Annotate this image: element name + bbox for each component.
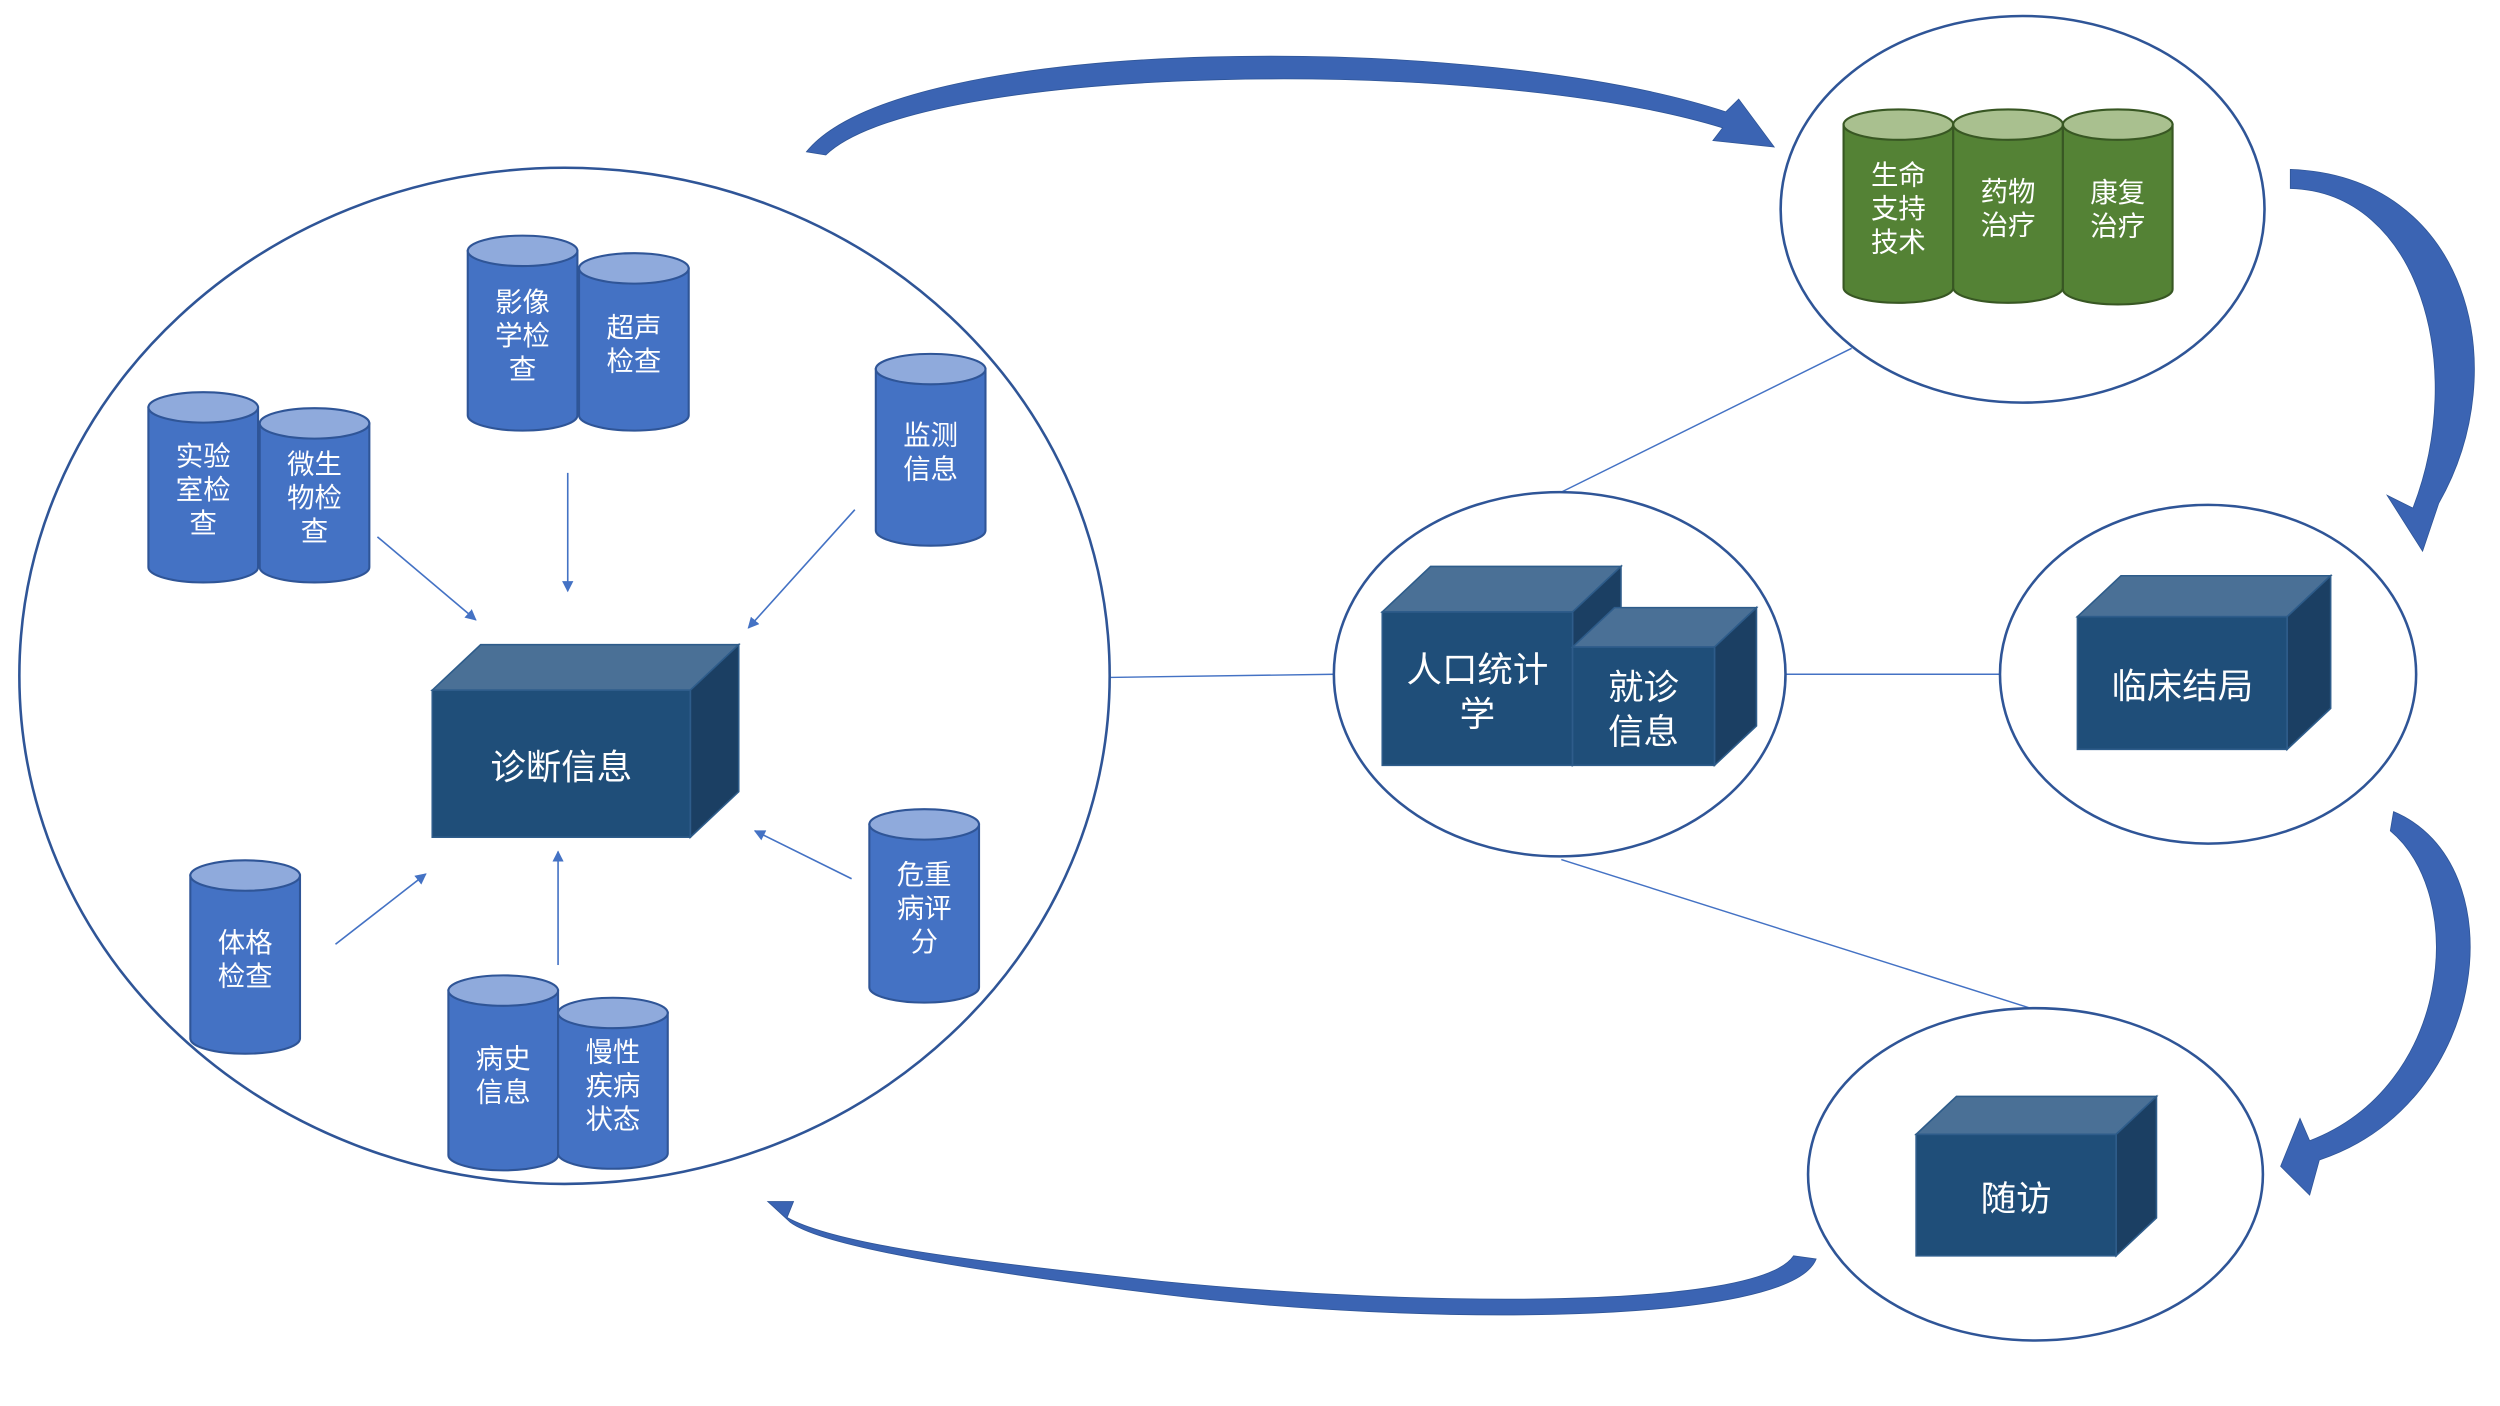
box-front-face [1571, 646, 1716, 767]
arrow-lab-to-diagnosis [376, 536, 477, 621]
box-label: 就诊 [1608, 668, 1679, 709]
cylinder-label: 查 [509, 355, 536, 386]
cylinder-top [577, 252, 690, 285]
cylinder-top [868, 808, 981, 841]
cylinder-label: 技术 [1871, 228, 1926, 259]
cylinder-body [874, 368, 987, 547]
cylinder-label: 超声 [606, 313, 661, 344]
box-diagnosis-info: 诊断信息 [430, 642, 741, 840]
cylinder-label: 学检 [495, 321, 550, 352]
box-front-face [1915, 1133, 2117, 1257]
cylinder-top [2061, 108, 2174, 141]
cylinder-body [2061, 123, 2174, 306]
cylinder-body [447, 989, 560, 1172]
box-label: 临床结局 [2111, 667, 2253, 708]
box-clinical-outcome: 临床结局 [2075, 573, 2333, 752]
box-label: 诊断信息 [490, 748, 632, 789]
cylinder-label: 疾病 [585, 1071, 640, 1102]
arrow-monitoring-to-diagnosis [747, 509, 856, 629]
cylinder-body [557, 1011, 669, 1170]
cylinder-label: 监测 [903, 421, 958, 452]
cylinder-label: 支持 [1871, 194, 1926, 225]
flow-arrow-followup-to-diagnosis [766, 1201, 1817, 1316]
cylinder-label: 微生 [287, 450, 342, 481]
cylinder-top [258, 407, 371, 440]
cylinder-body [258, 422, 371, 584]
cylinder-body [1842, 123, 1955, 304]
box-follow-up: 随访 [1914, 1094, 2159, 1258]
cylinder-label: 室检 [176, 475, 231, 506]
box-front-face [431, 689, 692, 839]
cylinder-label: 生命 [1871, 160, 1926, 191]
arrow-physical-to-diagnosis [334, 873, 427, 945]
cylinder-top [189, 859, 302, 892]
box-label: 信息 [1608, 712, 1679, 753]
cylinder-top [557, 996, 669, 1030]
connector-hub-followup [1561, 858, 2036, 1011]
cylinder-label: 信息 [903, 454, 958, 485]
box-label: 人口统计 [1406, 650, 1548, 691]
cylinder-top [874, 352, 987, 386]
cylinder-label: 查 [301, 517, 328, 548]
cylinder-body [577, 267, 690, 432]
cylinder-label: 状态 [585, 1105, 640, 1136]
cylinder-label: 治疗 [1981, 211, 2036, 242]
flow-arrow-diagnosis-to-treatment [805, 55, 1776, 156]
cylinder-label: 康复 [2090, 178, 2145, 209]
cylinder-body [1952, 123, 2064, 304]
box-label: 学 [1460, 695, 1495, 736]
cylinder-label: 检查 [606, 347, 661, 378]
cylinder-top [1952, 108, 2064, 141]
box-top-face [430, 643, 741, 692]
flow-arrow-outcome-to-followup [2280, 811, 2471, 1196]
cylinder-label: 信息 [476, 1078, 531, 1109]
cylinder-top [147, 391, 260, 424]
cylinder-label: 药物 [1981, 177, 2036, 208]
cylinder-label: 分 [910, 927, 937, 958]
box-front-face [2076, 615, 2288, 751]
box-top-face [1914, 1095, 2159, 1136]
cylinder-label: 危重 [897, 860, 952, 891]
flow-arrow-treatment-to-outcome [2289, 168, 2475, 553]
cylinder-label: 治疗 [2090, 212, 2145, 243]
cylinder-label: 检查 [218, 962, 273, 993]
cylinder-label: 实验 [176, 442, 231, 473]
cylinder-label: 病史 [476, 1044, 531, 1075]
cylinder-top [1842, 108, 1955, 141]
cylinder-body [466, 249, 579, 432]
arrow-severity-to-diagnosis [753, 830, 852, 880]
cylinder-top [447, 974, 560, 1007]
box-front-face [1381, 611, 1574, 767]
connector-hub-treatment [1560, 347, 1852, 493]
cylinder-label: 影像 [495, 287, 550, 318]
cylinder-top [466, 234, 579, 268]
cylinder-label: 病评 [897, 894, 952, 925]
cylinder-label: 查 [190, 509, 217, 540]
cylinder-body [868, 823, 981, 1004]
cylinder-label: 物检 [287, 483, 342, 514]
cylinder-body [189, 874, 302, 1055]
cylinder-label: 慢性 [585, 1038, 640, 1069]
connector-diagnosis-hub [1109, 673, 1336, 679]
cylinder-label: 体格 [218, 928, 273, 959]
box-label: 随访 [1981, 1179, 2052, 1220]
cylinder-body [147, 406, 260, 584]
